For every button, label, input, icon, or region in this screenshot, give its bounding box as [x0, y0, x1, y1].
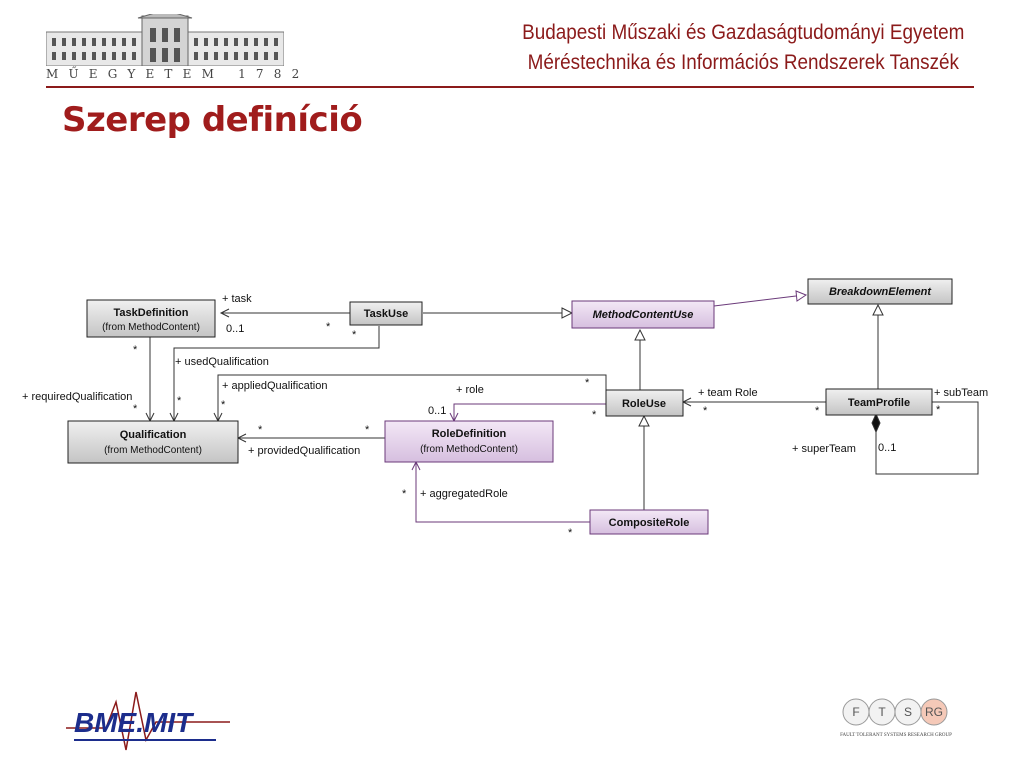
- class-method-content-use: MethodContentUse: [571, 300, 715, 329]
- label-team-role: + team Role: [698, 387, 758, 399]
- association-labels: + task 0..1 * * + usedQualification + ap…: [22, 293, 988, 539]
- label-aggregated-star-bottom: *: [568, 527, 573, 539]
- label-used-qualification: + usedQualification: [175, 356, 269, 368]
- class-role-use: RoleUse: [605, 389, 684, 417]
- label-super-team: + superTeam: [792, 443, 856, 455]
- label-required-qualification: + requiredQualification: [22, 391, 132, 403]
- bme-mit-text: BME.MIT: [74, 707, 195, 738]
- class-breakdown-element: BreakdownElement: [807, 278, 953, 305]
- class-name: TeamProfile: [848, 397, 910, 409]
- university-name: Budapesti Műszaki és Gazdaságtudományi E…: [522, 18, 964, 78]
- class-name: Qualification: [120, 429, 187, 441]
- label-required-star-bottom: *: [133, 403, 138, 415]
- label-required-star-top: *: [133, 344, 138, 356]
- label-role-star: *: [592, 409, 597, 421]
- ftsrg-letter-f: F: [852, 705, 859, 719]
- label-applied-star-right: *: [585, 377, 590, 389]
- class-name: RoleDefinition: [432, 428, 507, 440]
- label-aggregated-star-left: *: [402, 488, 407, 500]
- university-line-1: Budapesti Műszaki és Gazdaságtudományi E…: [521, 21, 964, 44]
- ftsrg-letter-rg: RG: [925, 705, 943, 719]
- label-aggregated-role: + aggregatedRole: [420, 488, 508, 500]
- class-package: (from MethodContent): [104, 445, 202, 456]
- department-line-2: Méréstechnika és Információs Rendszerek …: [527, 51, 959, 74]
- class-role-definition: RoleDefinition (from MethodContent): [384, 420, 554, 463]
- university-building-logo: [46, 14, 284, 66]
- class-qualification: Qualification (from MethodContent): [67, 420, 239, 464]
- label-team-role-star-left: *: [703, 405, 708, 417]
- label-taskuse-star: *: [352, 329, 357, 341]
- class-package: (from MethodContent): [420, 444, 518, 455]
- class-name: RoleUse: [622, 398, 666, 410]
- label-sub-team-star: *: [936, 404, 941, 416]
- label-sub-team: + subTeam: [934, 387, 988, 399]
- label-team-role-star-right: *: [815, 405, 820, 417]
- label-role-multiplicity: 0..1: [428, 405, 446, 417]
- class-name: TaskUse: [364, 308, 408, 320]
- class-task-definition: TaskDefinition (from MethodContent): [86, 299, 216, 338]
- label-applied-qualification: + appliedQualification: [222, 380, 328, 392]
- label-task-star: *: [326, 321, 331, 333]
- class-package: (from MethodContent): [102, 322, 200, 333]
- header-divider: [46, 86, 974, 88]
- logo-caption: MŰEGYETEM 1782: [46, 67, 310, 81]
- diagram-connectors: [145, 303, 979, 510]
- ftsrg-letter-t: T: [878, 705, 886, 719]
- label-provided-star-left: *: [258, 424, 263, 436]
- label-task-multiplicity: 0..1: [226, 323, 244, 335]
- label-used-star: *: [177, 395, 182, 407]
- label-task: + task: [222, 293, 252, 305]
- class-name: MethodContentUse: [593, 309, 694, 321]
- ftsrg-letter-s: S: [904, 705, 912, 719]
- label-role: + role: [456, 384, 484, 396]
- slide-title: Szerep definíció: [62, 100, 363, 140]
- class-composite-role: CompositeRole: [589, 509, 709, 535]
- label-applied-star: *: [221, 399, 226, 411]
- class-name: BreakdownElement: [829, 286, 932, 298]
- class-name: TaskDefinition: [114, 307, 189, 319]
- label-provided-qualification: + providedQualification: [248, 445, 360, 457]
- class-name: CompositeRole: [609, 517, 690, 529]
- class-team-profile: TeamProfile: [825, 388, 933, 416]
- label-provided-star-right: *: [365, 424, 370, 436]
- bme-mit-logo: BME.MIT: [66, 691, 230, 751]
- ftsrg-logo: F T S RG FAULT TOLERANT SYSTEMS RESEARCH…: [840, 698, 952, 738]
- label-super-team-multiplicity: 0..1: [878, 442, 896, 454]
- class-task-use: TaskUse: [349, 301, 423, 326]
- purple-connectors: [411, 290, 808, 523]
- ftsrg-caption: FAULT TOLERANT SYSTEMS RESEARCH GROUP: [840, 733, 952, 738]
